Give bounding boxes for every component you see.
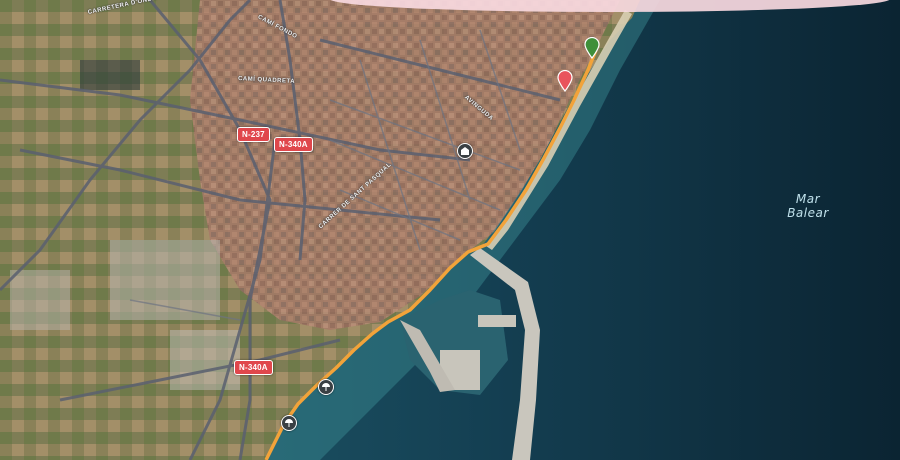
church-icon[interactable] (457, 143, 473, 159)
dock-pier (478, 315, 516, 327)
sea-label-line: Mar (795, 192, 821, 206)
breakwater (470, 248, 540, 460)
street-grid (129, 29, 521, 321)
route-line (264, 49, 598, 460)
beach-icon[interactable] (318, 379, 334, 395)
route-start-marker[interactable] (584, 37, 600, 59)
urban-area (190, 0, 620, 330)
top-banner-overlay (330, 0, 890, 12)
industrial-zone (170, 330, 240, 390)
road-badge-n340a: N-340A (274, 137, 313, 152)
beach-icon[interactable] (281, 415, 297, 431)
industrial-zone (10, 270, 70, 330)
industrial-zone (110, 240, 220, 320)
road-badge-n237: N-237 (237, 127, 270, 142)
dock-pier (400, 320, 455, 392)
shallow-water (268, 0, 660, 460)
sea-label: Mar Balear (768, 192, 848, 220)
road-badge-n340a: N-340A (234, 360, 273, 375)
route-end-marker[interactable] (557, 70, 573, 92)
sea-label-line: Balear (787, 206, 829, 220)
reservoir (80, 60, 140, 90)
